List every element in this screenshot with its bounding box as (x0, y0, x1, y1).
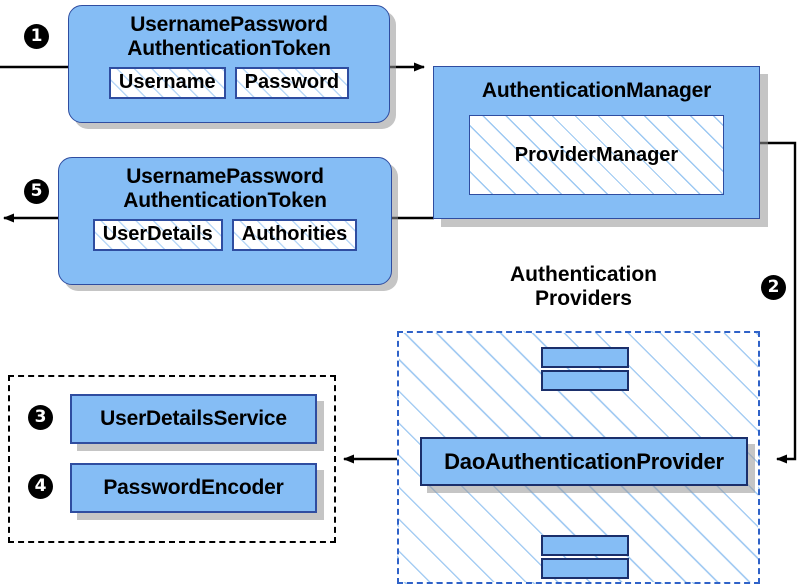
password-encoder-box[interactable]: PasswordEncoder (70, 463, 317, 513)
provider-placeholder-bar-4 (541, 558, 629, 579)
bullet-5: 5 (24, 179, 49, 204)
providers-caption: Authentication Providers (456, 263, 711, 311)
request-token-box[interactable]: UsernamePassword AuthenticationToken Use… (68, 5, 390, 123)
authentication-manager-box[interactable]: AuthenticationManager ProviderManager (433, 66, 760, 219)
response-token-title: UsernamePassword AuthenticationToken (123, 165, 327, 212)
request-token-title: UsernamePassword AuthenticationToken (127, 13, 331, 60)
request-token-title-line1: UsernamePassword (130, 13, 328, 36)
bullet-2: 2 (761, 275, 786, 300)
request-token-title-line2: AuthenticationToken (127, 36, 331, 60)
user-details-service-box[interactable]: UserDetailsService (70, 394, 317, 444)
response-token-title-line1: UsernamePassword (126, 165, 324, 188)
authentication-manager-title: AuthenticationManager (481, 79, 712, 102)
provider-placeholder-bar-1 (541, 347, 629, 368)
response-token-fields: UserDetails Authorities (92, 219, 358, 252)
response-token-title-line2: AuthenticationToken (123, 188, 327, 212)
provider-placeholder-bar-3 (541, 535, 629, 556)
dao-authentication-provider-box[interactable]: DaoAuthenticationProvider (420, 437, 748, 486)
request-token-fields: Username Password (108, 67, 350, 100)
provider-placeholder-bar-2 (541, 370, 629, 391)
response-token-box[interactable]: UsernamePassword AuthenticationToken Use… (58, 157, 392, 285)
bullet-3: 3 (28, 405, 53, 430)
provider-manager-box[interactable]: ProviderManager (469, 115, 724, 195)
bullet-1: 1 (24, 24, 49, 49)
providers-caption-line1: Authentication (510, 263, 657, 286)
providers-caption-line2: Providers (535, 286, 632, 310)
field-password[interactable]: Password (234, 67, 350, 100)
field-userdetails[interactable]: UserDetails (92, 219, 223, 252)
field-username[interactable]: Username (108, 67, 226, 100)
field-authorities[interactable]: Authorities (231, 219, 358, 252)
bullet-4: 4 (28, 474, 53, 499)
arrow-manager-to-provider (760, 141, 797, 464)
